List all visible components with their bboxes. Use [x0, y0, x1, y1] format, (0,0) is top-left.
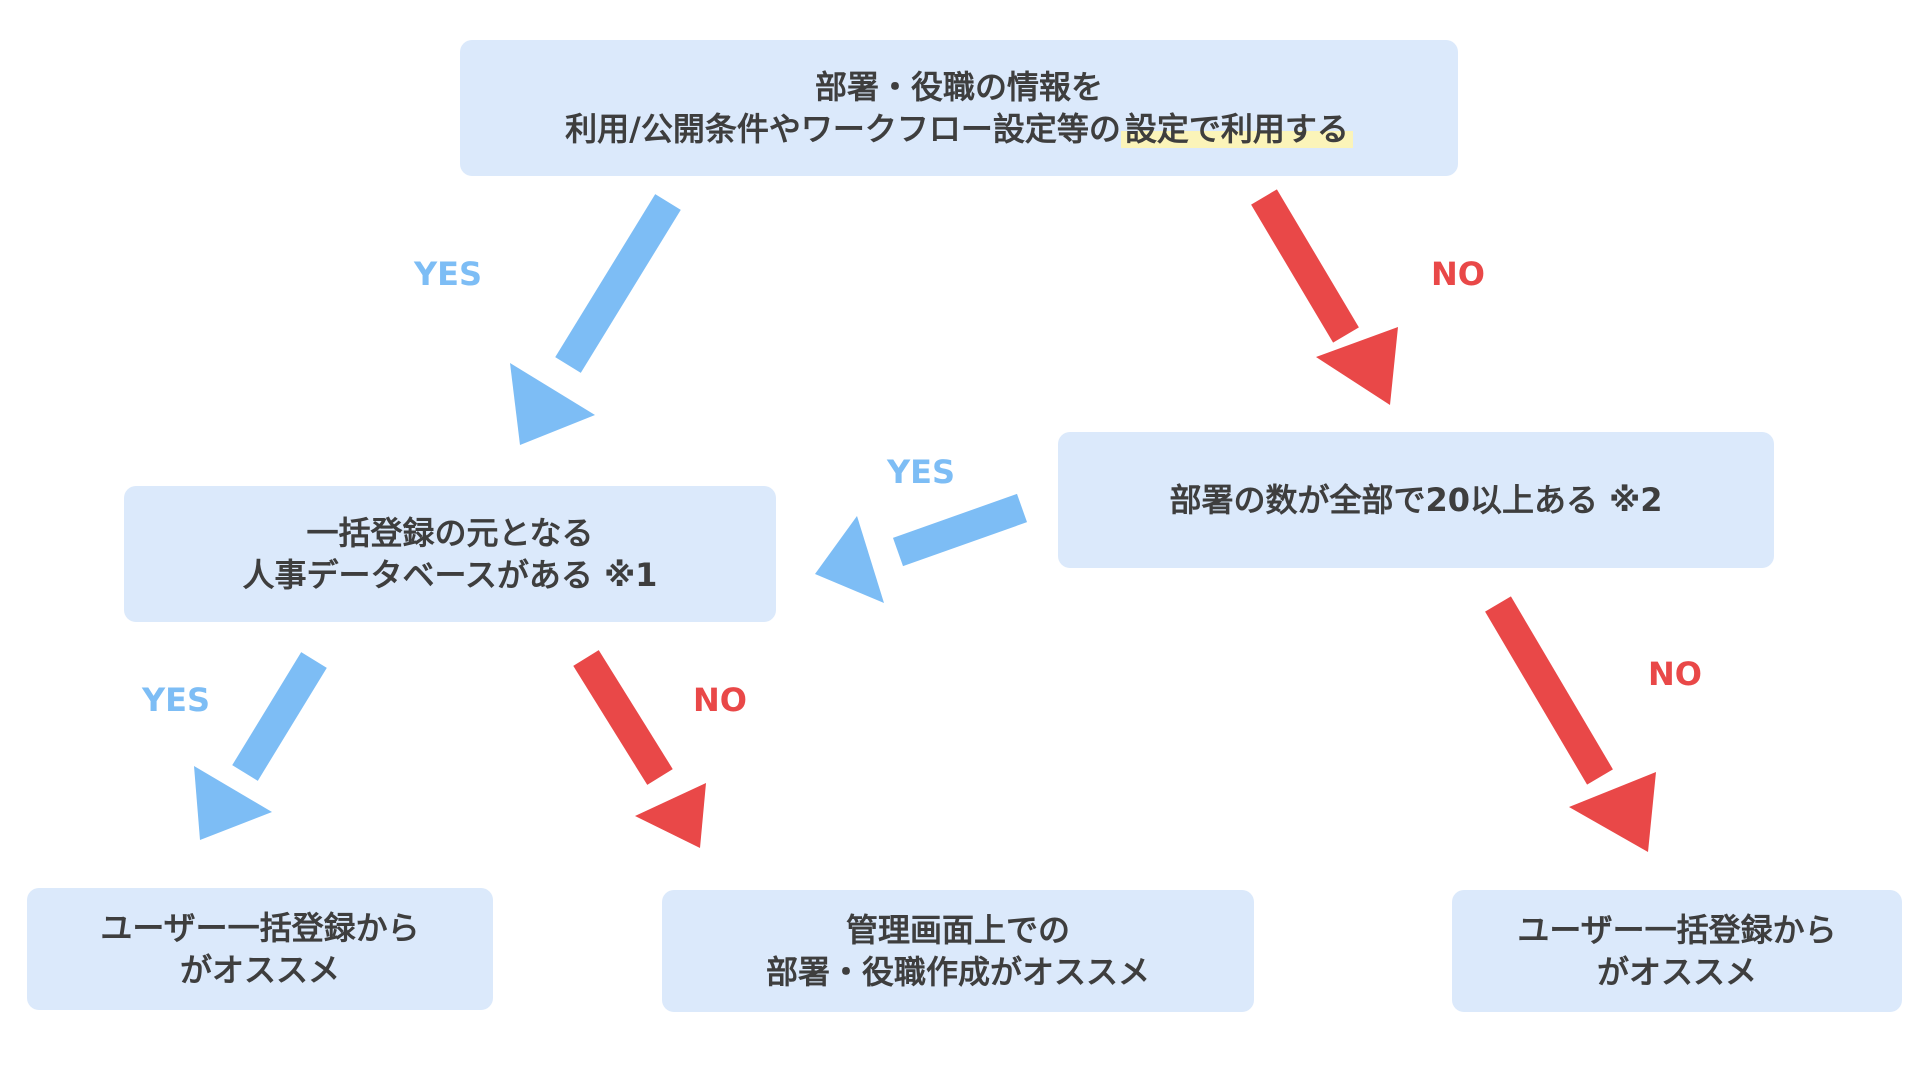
label-top-no: NO: [1431, 255, 1485, 293]
box-top-line2: 利用/公開条件やワークフロー設定等の設定で利用する: [565, 108, 1353, 150]
box-top-line1: 部署・役職の情報を: [814, 68, 1103, 106]
box-bottom-left-line1: ユーザー一括登録から: [100, 909, 420, 947]
label-right-no: NO: [1648, 655, 1702, 693]
box-bottom-center-result: 管理画面上での 部署・役職作成がオススメ: [662, 890, 1254, 1012]
box-right-question: 部署の数が全部で20以上ある ※2: [1058, 432, 1774, 568]
arrow-left-to-bottom-center: [573, 650, 706, 848]
arrow-right-to-bottom-right: [1485, 596, 1656, 852]
label-left-no: NO: [693, 681, 747, 719]
box-left-line2: 人事データベースがある ※1: [242, 556, 658, 594]
box-bottom-left-result: ユーザー一括登録から がオススメ: [27, 888, 493, 1010]
label-right-yes: YES: [887, 453, 956, 491]
box-bottom-center-line2: 部署・役職作成がオススメ: [765, 953, 1150, 991]
arrow-left-to-bottom-left: [194, 652, 327, 840]
box-bottom-left-line2: がオススメ: [179, 951, 340, 989]
box-right-line1: 部署の数が全部で20以上ある ※2: [1169, 481, 1663, 519]
label-left-yes: YES: [142, 681, 211, 719]
arrow-top-to-right: [1251, 189, 1398, 405]
box-top-question: 部署・役職の情報を 利用/公開条件やワークフロー設定等の設定で利用する: [460, 40, 1458, 176]
box-bottom-right-line2: がオススメ: [1596, 953, 1757, 991]
box-left-line1: 一括登録の元となる: [306, 514, 594, 552]
box-top-line2-plain: 利用/公開条件やワークフロー設定等の: [565, 110, 1121, 148]
arrow-top-to-left: [510, 194, 681, 445]
box-bottom-center-line1: 管理画面上での: [845, 911, 1070, 949]
label-top-yes: YES: [414, 255, 483, 293]
box-bottom-right-line1: ユーザー一括登録から: [1517, 911, 1837, 949]
box-bottom-right-result: ユーザー一括登録から がオススメ: [1452, 890, 1902, 1012]
arrow-right-to-left: [815, 493, 1028, 603]
box-top-line2-highlight: 設定で利用する: [1120, 110, 1353, 148]
box-left-question: 一括登録の元となる 人事データベースがある ※1: [124, 486, 776, 622]
